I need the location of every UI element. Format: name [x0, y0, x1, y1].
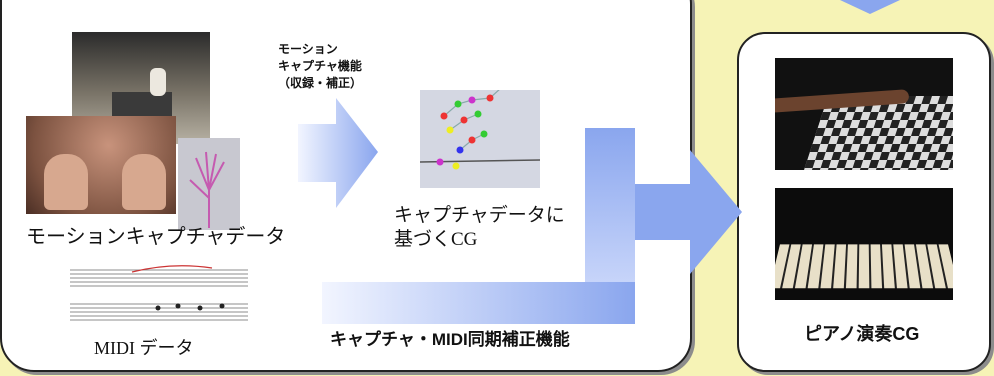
hand-skeleton-image	[178, 138, 240, 230]
cg-from-capture-label-line-1: キャプチャデータに	[394, 205, 565, 226]
cg-from-capture-label-line-2: 基づくCG	[394, 229, 478, 250]
motion-capture-function-line-2: キャプチャ機能	[278, 59, 362, 73]
midi-data-label: MIDI データ	[94, 338, 194, 358]
piano-cg-hand-image	[775, 58, 953, 170]
capture-cg-image	[420, 90, 540, 188]
sync-bar	[322, 282, 635, 324]
motion-capture-data-label: モーションキャプチャデータ	[26, 226, 286, 248]
sync-correction-label: キャプチャ・MIDI同期補正機能	[330, 330, 570, 349]
motion-capture-function-line-3: （収録・補正）	[278, 76, 363, 90]
output-arrow	[635, 150, 742, 274]
piano-performance-cg-label: ピアノ演奏CG	[804, 324, 920, 344]
motion-capture-function-line-1: モーション	[278, 42, 338, 56]
piano-cg-keys-image	[775, 188, 953, 300]
midi-score-image	[62, 262, 248, 326]
capture-to-cg-arrow	[298, 98, 378, 208]
hands-markers-photo	[26, 116, 176, 214]
cg-down-connector	[585, 128, 635, 288]
